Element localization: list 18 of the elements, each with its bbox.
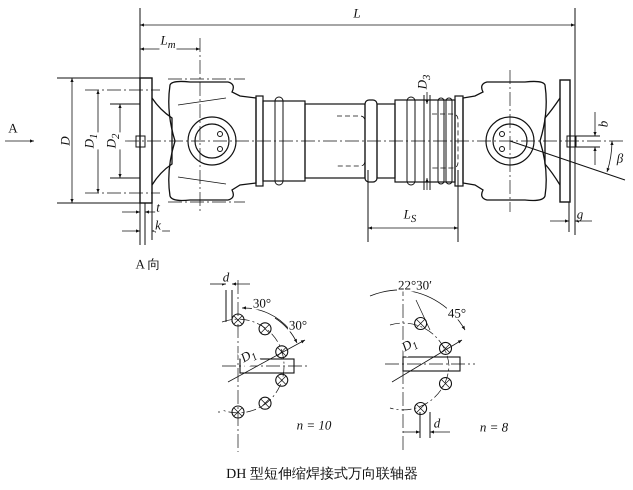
view-label: A 向: [134, 258, 162, 270]
dimension-label: L$_{S}$: [402, 207, 418, 225]
dimension-label: L: [352, 6, 362, 20]
note-label: n = 8: [478, 420, 510, 434]
note-label: n = 10: [296, 418, 332, 432]
dimension-label: b: [596, 120, 610, 128]
angle-label: 22°30′: [396, 278, 434, 292]
dimension-label: L$_{m}$: [159, 33, 177, 51]
angle-label: 45°: [446, 306, 468, 320]
angle-label: 30°: [288, 318, 308, 332]
dimension-label: k: [154, 218, 162, 232]
caption: DH 型短伸缩焊接式万向联轴器: [226, 465, 418, 483]
angle-label: 30°: [252, 296, 272, 310]
view-label: A: [7, 122, 19, 134]
dimension-label: d: [222, 270, 230, 284]
dimension-label: β: [616, 152, 624, 164]
dimension-label: D: [58, 135, 72, 147]
dimension-label: d: [432, 416, 442, 430]
